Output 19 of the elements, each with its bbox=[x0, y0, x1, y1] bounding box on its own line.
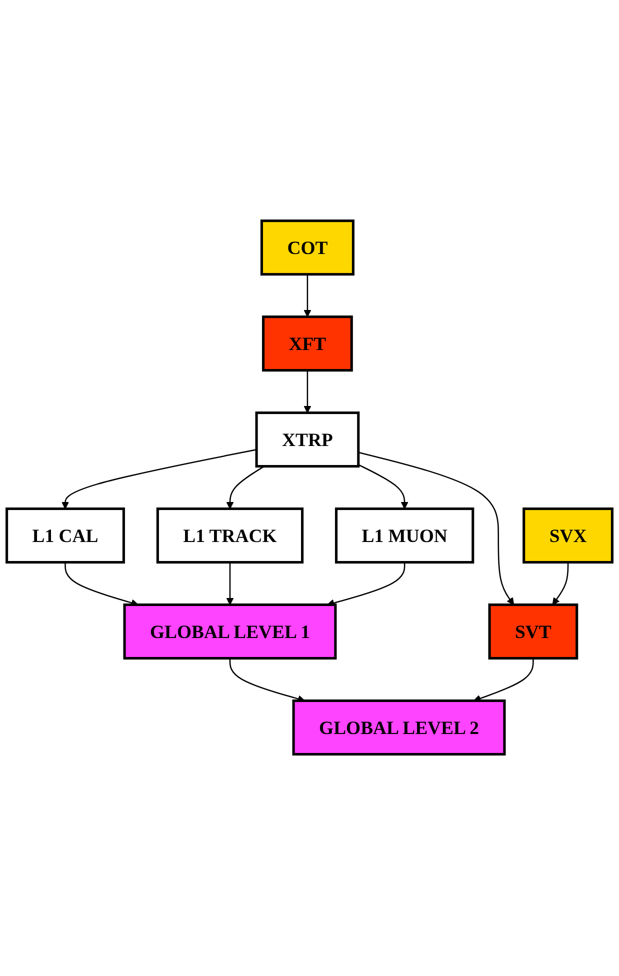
arrow bbox=[226, 466, 265, 510]
arrow bbox=[358, 452, 514, 606]
arrow bbox=[304, 274, 312, 318]
node-box: SVT bbox=[488, 604, 578, 660]
node-box: GLOBAL LEVEL 1 bbox=[123, 604, 337, 660]
arrow bbox=[304, 370, 312, 414]
node-box: L1 MUON bbox=[335, 508, 474, 564]
arrow bbox=[62, 449, 257, 510]
node-box: COT bbox=[260, 220, 354, 276]
node-box: GLOBAL LEVEL 2 bbox=[292, 700, 506, 756]
node-box: SVX bbox=[522, 508, 614, 564]
node-box: XFT bbox=[262, 316, 353, 372]
node-box: L1 CAL bbox=[6, 508, 125, 564]
arrow bbox=[358, 464, 408, 510]
node-box: L1 TRACK bbox=[156, 508, 304, 564]
node-box: XTRP bbox=[255, 412, 360, 468]
arrow bbox=[473, 658, 534, 702]
arrow bbox=[552, 562, 569, 606]
arrow bbox=[226, 562, 234, 606]
